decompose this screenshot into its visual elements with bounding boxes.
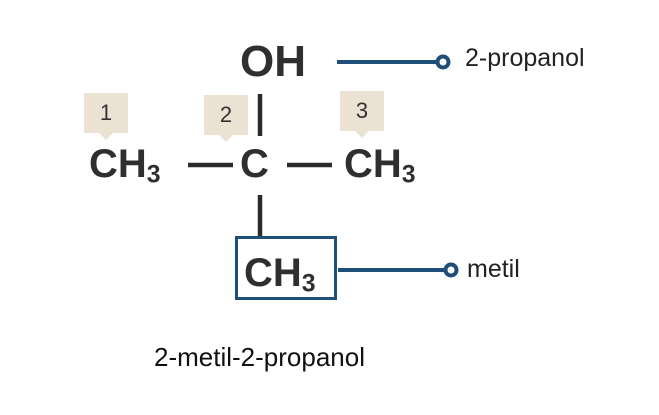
compound-name-caption: 2-metil-2-propanol bbox=[154, 342, 365, 372]
methyl-left: CH3 bbox=[89, 144, 161, 188]
substituent-highlight-box bbox=[235, 236, 337, 300]
methyl-right: CH3 bbox=[344, 144, 416, 188]
methyl-substituent: CH3 bbox=[244, 253, 316, 297]
methyl-substituent-subscript: 3 bbox=[301, 270, 316, 298]
carbon-number-badge-1: 1 bbox=[84, 93, 128, 140]
methyl-right-subscript: 3 bbox=[401, 161, 416, 189]
central-carbon: C bbox=[240, 142, 269, 186]
methyl-substituent-main: CH bbox=[244, 251, 302, 295]
leader-end-bottom bbox=[443, 262, 459, 278]
methyl-left-main: CH bbox=[89, 142, 147, 186]
annotation-parent-chain: 2-propanol bbox=[465, 44, 585, 72]
annotation-substituent: metil bbox=[467, 255, 520, 283]
carbon-number-badge-3: 3 bbox=[340, 91, 384, 138]
hydroxyl-group: OH bbox=[240, 37, 306, 86]
leader-end-top bbox=[435, 54, 451, 70]
methyl-left-subscript: 3 bbox=[146, 161, 161, 189]
methyl-right-main: CH bbox=[344, 142, 402, 186]
carbon-number-badge-2: 2 bbox=[204, 95, 248, 142]
